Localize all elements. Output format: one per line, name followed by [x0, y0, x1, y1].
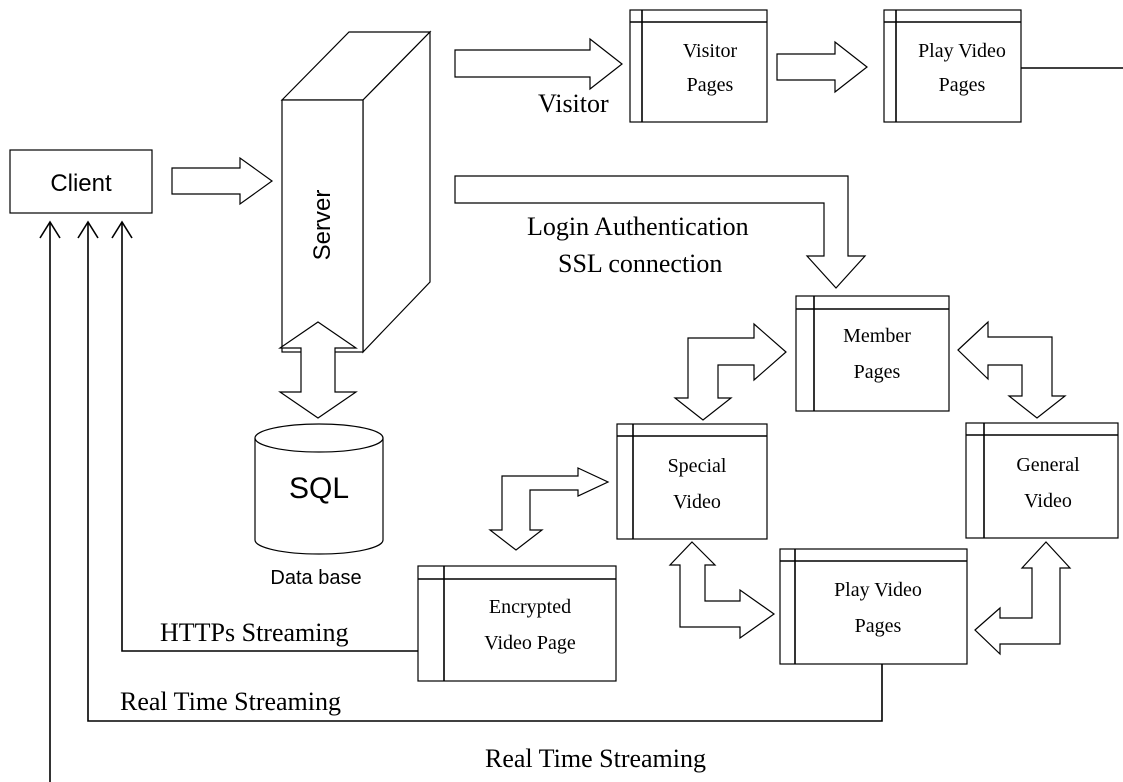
sql-label: SQL: [289, 472, 349, 505]
real-time-streaming-line-2: [39, 220, 61, 782]
server-to-member-arrow: [454, 175, 867, 289]
special-video-line2: Video: [673, 491, 721, 513]
visitor-pages-node: Visitor Pages: [629, 9, 768, 123]
visitor-pages-line2: Pages: [687, 74, 734, 96]
general-playvideo-double-arrow: [974, 541, 1072, 656]
play-video-top-line1: Play Video: [918, 40, 1006, 62]
special-encrypted-double-arrow: [488, 467, 610, 551]
real-time-streaming-label-2: Real Time Streaming: [485, 744, 706, 773]
member-special-double-arrow: [673, 322, 787, 421]
real-time-streaming-line-1: [77, 220, 883, 722]
visitor-edge-label: Visitor: [538, 89, 609, 118]
play-video-top-line2: Pages: [939, 74, 986, 96]
client-node: Client: [9, 149, 153, 214]
server-node: Server: [280, 30, 432, 354]
play-video-top-node: Play Video Pages: [883, 9, 1022, 123]
special-video-line1: Special: [668, 455, 727, 477]
general-video-line2: Video: [1024, 490, 1072, 512]
member-pages-node: Member Pages: [795, 295, 950, 412]
client-label: Client: [50, 170, 112, 197]
server-to-visitor-arrow: [454, 37, 623, 91]
ssl-label: SSL connection: [558, 249, 722, 278]
encrypted-video-line2: Video Page: [484, 632, 576, 654]
visitor-to-playvideo-arrow: [776, 40, 868, 94]
login-auth-label: Login Authentication: [527, 212, 749, 241]
member-general-double-arrow: [957, 320, 1067, 419]
play-video-bottom-node: Play Video Pages: [779, 548, 968, 665]
general-video-node: General Video: [965, 422, 1119, 539]
encrypted-video-line1: Encrypted: [489, 596, 571, 618]
special-playvideo-double-arrow: [668, 541, 776, 640]
member-pages-line2: Pages: [854, 361, 901, 383]
encrypted-video-node: Encrypted Video Page: [417, 565, 617, 682]
server-db-double-arrow: [278, 321, 358, 419]
play-video-bottom-line2: Pages: [855, 615, 902, 637]
real-time-streaming-label-1: Real Time Streaming: [120, 687, 341, 716]
sql-database-node: SQL Data base: [254, 423, 384, 589]
https-streaming-label: HTTPs Streaming: [160, 618, 349, 647]
member-pages-line1: Member: [843, 325, 911, 347]
https-streaming-line: [111, 220, 418, 652]
special-video-node: Special Video: [616, 423, 768, 540]
client-to-server-arrow: [171, 156, 274, 206]
database-label: Data base: [270, 567, 361, 589]
visitor-pages-line1: Visitor: [683, 40, 738, 62]
server-label: Server: [309, 190, 336, 261]
play-video-bottom-line1: Play Video: [834, 579, 922, 601]
general-video-line1: General: [1016, 454, 1080, 476]
